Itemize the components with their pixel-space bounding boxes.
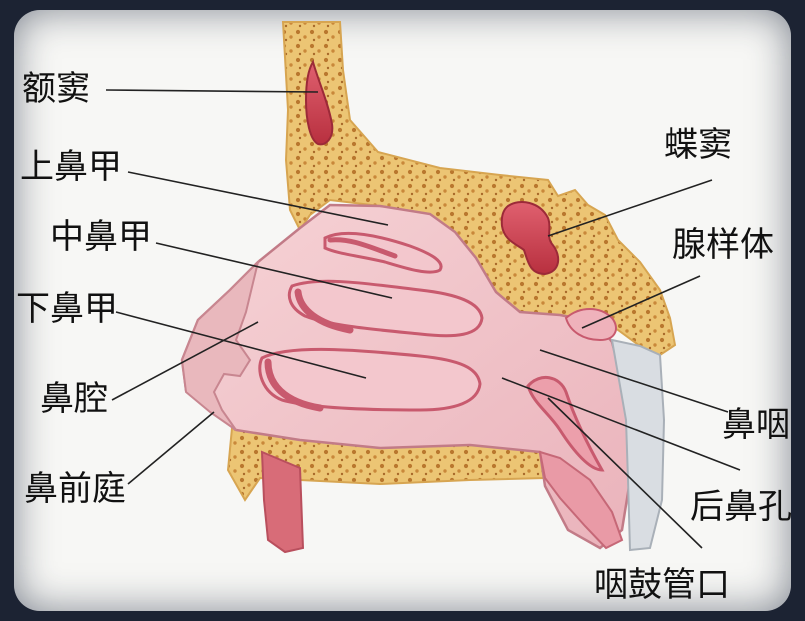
leader-nasal-vestibule [128, 412, 214, 484]
upper-lip [262, 452, 303, 552]
label-nasal-vestibule: 鼻前庭 [24, 472, 126, 506]
label-sphenoid-sinus: 蝶窦 [664, 128, 732, 162]
label-eustachian-tube-opening: 咽鼓管口 [594, 568, 730, 602]
label-nasal-cavity: 鼻腔 [40, 382, 108, 416]
label-frontal-sinus: 额窦 [22, 72, 90, 106]
label-middle-turbinate: 中鼻甲 [50, 220, 152, 254]
label-inferior-turbinate: 下鼻甲 [16, 292, 118, 326]
label-adenoid: 腺样体 [672, 228, 774, 262]
label-choana: 后鼻孔 [690, 490, 792, 524]
label-nasopharynx: 鼻咽 [722, 408, 790, 442]
label-superior-turbinate: 上鼻甲 [20, 150, 122, 184]
